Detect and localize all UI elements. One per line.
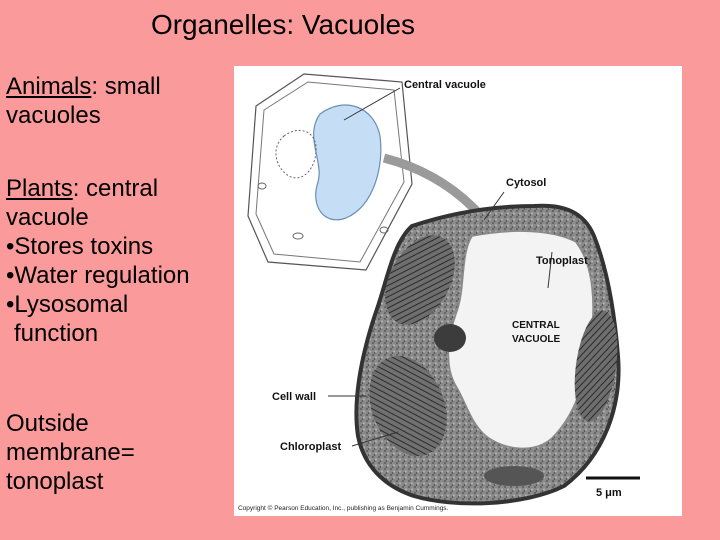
plants-text: Plants: central vacuole •Stores toxins •…: [6, 174, 190, 348]
outside-line1: Outside: [6, 410, 89, 437]
label-tonoplast: Tonoplast: [536, 255, 588, 267]
label-scale: 5 μm: [596, 487, 622, 499]
plants-rest: : central: [72, 175, 159, 202]
plants-bullet-2: •Water regulation: [6, 262, 190, 289]
outside-line2: membrane=: [6, 439, 135, 466]
label-central-vacuole-em-2: VACUOLE: [512, 334, 560, 345]
slide-title: Organelles: Vacuoles: [150, 9, 416, 40]
outside-text: Outside membrane= tonoplast: [6, 409, 135, 496]
vacuole-diagram: Central vacuole Cytosol Tonoplast CENTRA…: [238, 73, 640, 512]
label-cell-wall: Cell wall: [272, 391, 316, 403]
animals-heading: Animals: [6, 73, 92, 100]
label-central-vacuole: Central vacuole: [404, 79, 486, 91]
vacuole-figure: Central vacuole Cytosol Tonoplast CENTRA…: [234, 66, 682, 516]
plants-bullet-1: •Stores toxins: [6, 233, 154, 260]
figure-copyright: Copyright © Pearson Education, Inc., pub…: [238, 504, 449, 512]
plants-line2: vacuole: [6, 204, 89, 231]
animals-rest: : small: [91, 73, 161, 100]
animals-text: Animals: small vacuoles: [6, 72, 161, 130]
label-chloroplast: Chloroplast: [280, 441, 341, 453]
cell-sketch: [247, 73, 413, 271]
animals-line2: vacuoles: [6, 102, 101, 129]
label-central-vacuole-em-1: CENTRAL: [512, 320, 560, 331]
leader-lines: [328, 87, 553, 447]
micrograph: [354, 203, 621, 506]
plants-continuation: function: [14, 320, 99, 347]
plants-heading: Plants: [6, 175, 73, 202]
plants-bullet-3: •Lysosomal: [6, 291, 129, 318]
outside-line3: tonoplast: [6, 468, 104, 495]
label-cytosol: Cytosol: [506, 177, 546, 189]
